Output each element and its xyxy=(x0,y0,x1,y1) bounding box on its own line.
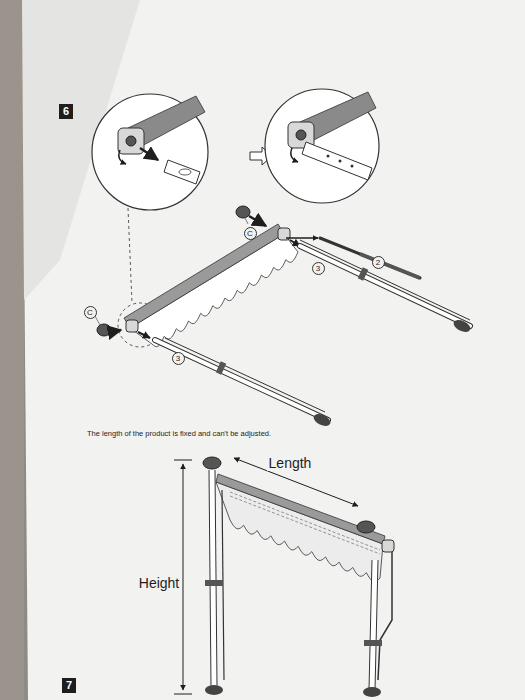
drawing-part xyxy=(230,492,380,550)
drawing-part xyxy=(360,254,420,278)
drawing-part xyxy=(320,238,420,278)
inset-before xyxy=(92,94,208,210)
drawing-part xyxy=(382,540,394,552)
drawing-part xyxy=(302,142,372,180)
drawing-part xyxy=(155,340,328,420)
step-number: 7 xyxy=(62,678,76,693)
drawing-part xyxy=(179,169,191,175)
drawing-part xyxy=(205,685,223,695)
node-text: 3 xyxy=(316,264,320,273)
assembled-awning xyxy=(174,457,394,697)
drawing-part xyxy=(351,165,354,168)
dimension-label: Height xyxy=(137,575,181,591)
step-number: 6 xyxy=(59,104,73,119)
drawing-part xyxy=(236,206,250,218)
drawing-part xyxy=(155,340,328,420)
callout-number: 3 xyxy=(312,262,325,275)
drawing-part xyxy=(126,136,136,146)
drawing-part xyxy=(249,216,266,226)
drawing-part xyxy=(216,361,227,374)
drawing-part xyxy=(312,412,333,429)
drawing-part xyxy=(358,267,369,280)
drawing-part xyxy=(265,89,379,203)
drawing-part xyxy=(357,521,375,533)
drawing-part xyxy=(118,128,144,154)
drawing-part xyxy=(92,94,208,210)
paper xyxy=(22,0,525,700)
drawing-part xyxy=(339,160,342,163)
drawing-part xyxy=(245,218,248,224)
node-text: 3 xyxy=(176,354,180,363)
drawing-part xyxy=(205,580,223,586)
drawing-part xyxy=(119,150,126,164)
drawing-part xyxy=(138,332,150,338)
node-text: 2 xyxy=(376,258,380,267)
awning-frame xyxy=(95,206,472,428)
dimension-label: Length xyxy=(267,455,314,471)
node-text: 6 xyxy=(63,105,69,118)
drawing-part xyxy=(212,470,214,685)
drawing-part xyxy=(300,246,470,326)
note-text: The length of the product is fixed and c… xyxy=(85,429,273,438)
drawing-part xyxy=(230,496,380,554)
node-text: C xyxy=(87,308,93,317)
node-text: C xyxy=(247,229,253,238)
height-arrow xyxy=(183,464,184,690)
drawing-part xyxy=(126,320,138,332)
drawing-part xyxy=(286,237,318,239)
drawing-part xyxy=(95,316,100,325)
table-edge xyxy=(0,0,24,700)
drawing-part xyxy=(291,148,298,162)
node-text: 7 xyxy=(66,679,72,692)
callout-number: 2 xyxy=(372,256,385,269)
drawing-part xyxy=(327,155,330,158)
drawing-part xyxy=(452,318,473,335)
drawing-part xyxy=(296,130,306,140)
drawing-part xyxy=(372,560,375,690)
drawing-part xyxy=(140,148,158,160)
callout-letter: C xyxy=(244,227,257,240)
drawing-part xyxy=(216,474,385,544)
drawing-part xyxy=(300,240,470,320)
drawing-part xyxy=(378,552,392,680)
drawing-part xyxy=(111,330,121,332)
drawing-part xyxy=(97,324,111,336)
drawing-part xyxy=(363,687,381,697)
drawing-part xyxy=(174,694,192,695)
drawing-part xyxy=(372,560,375,690)
drawing-part xyxy=(300,246,470,326)
drawing-part xyxy=(364,640,382,646)
drawing-part xyxy=(174,460,192,461)
drawing-part xyxy=(212,470,214,685)
drawing-part xyxy=(165,338,325,412)
drawing-part xyxy=(203,457,221,469)
roller-bar xyxy=(124,224,284,328)
callout-number: 3 xyxy=(172,352,185,365)
detail-leader xyxy=(128,208,132,303)
drawing-part xyxy=(164,160,200,184)
inset-after xyxy=(265,89,379,203)
callout-letter: C xyxy=(84,306,97,319)
drawing-part xyxy=(130,234,298,347)
